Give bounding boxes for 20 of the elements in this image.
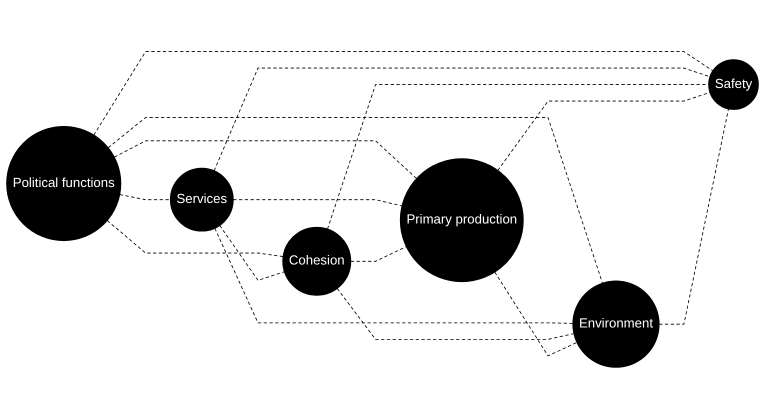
- node-circle: Cohesion: [282, 226, 352, 296]
- connector: [214, 68, 710, 172]
- connector: [350, 246, 407, 262]
- connector: [219, 225, 285, 281]
- node-circle: Services: [170, 168, 234, 232]
- connector: [108, 117, 603, 284]
- connector: [327, 84, 710, 230]
- connector: [658, 108, 729, 325]
- node-circle: Safety: [708, 59, 759, 110]
- connector: [214, 228, 574, 324]
- connector: [232, 199, 402, 206]
- node-circle: Environment: [572, 280, 660, 368]
- node-circle: Primary production: [400, 158, 524, 282]
- connector: [336, 288, 574, 340]
- node-circle: Political functions: [6, 126, 122, 242]
- connector: [494, 272, 578, 356]
- connector: [114, 140, 417, 179]
- connector: [119, 194, 171, 200]
- connector: [106, 220, 284, 257]
- connector: [93, 51, 714, 136]
